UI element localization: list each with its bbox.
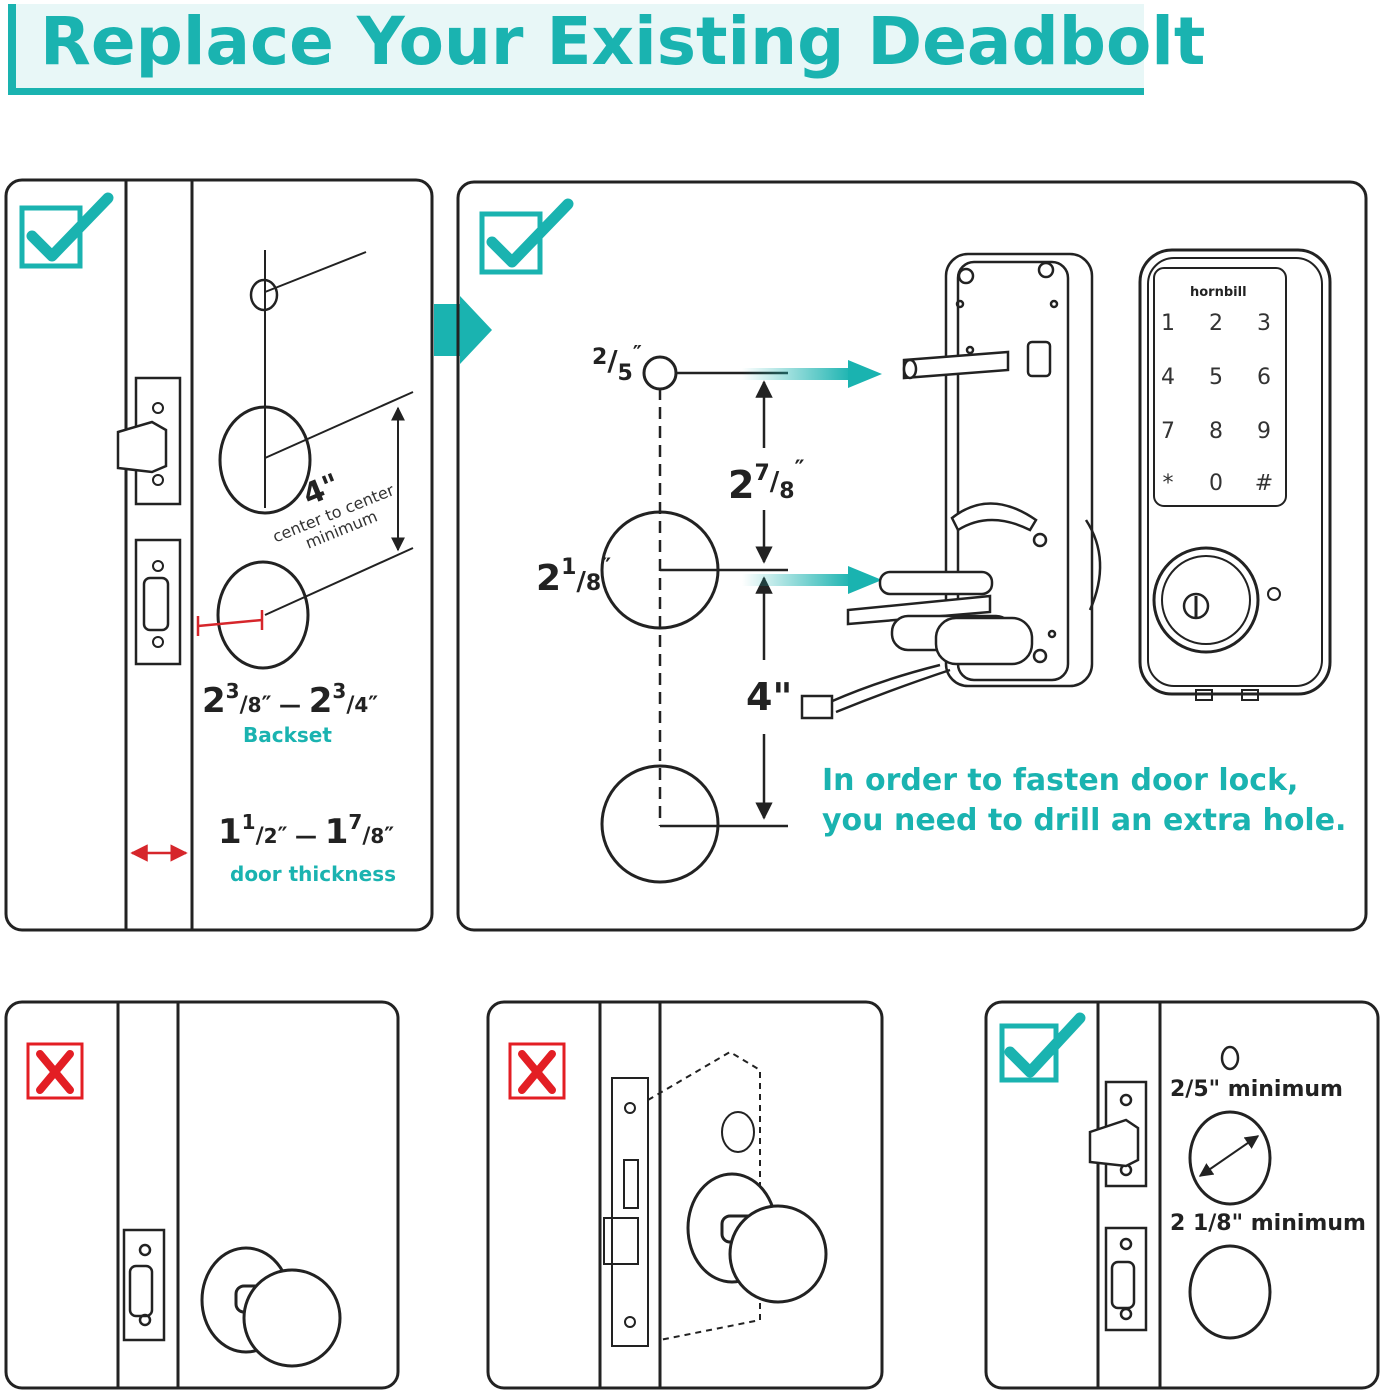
spacing-dimension: 4" — [746, 675, 792, 719]
keypad-key: 2 — [1209, 311, 1223, 336]
keypad-key: * — [1163, 471, 1174, 496]
keypad-lock: hornbill 1 2 3 4 5 6 7 8 9 * 0 # — [1138, 248, 1332, 701]
keypad-key: 8 — [1209, 419, 1223, 444]
deadbolt-hole — [1188, 1110, 1272, 1206]
small-hole-label: 2/5" minimum — [1170, 1077, 1343, 1102]
large-hole-size: 21/8″ — [536, 555, 611, 599]
thickness-range: 11/2″ — 17/8″ — [218, 810, 394, 852]
mortise-body — [603, 1050, 761, 1347]
panel-extra-hole: 2/5″ 21/8″ 27/8″ 4" — [456, 180, 1368, 932]
backset-range: 23/8″ — 23/4″ — [202, 679, 378, 721]
panel-knob-only — [4, 1000, 400, 1390]
keypad-key: 0 — [1209, 471, 1223, 496]
keypad-key: # — [1255, 471, 1273, 496]
backset-line — [197, 618, 263, 628]
x-icon — [508, 1042, 566, 1100]
latch-hole — [216, 560, 310, 670]
small-hole — [1220, 1045, 1240, 1071]
keypad: 1 2 3 4 5 6 7 8 9 * 0 # — [1161, 311, 1273, 496]
panel-mortise — [486, 1000, 884, 1390]
keypad-key: 6 — [1257, 365, 1271, 390]
keypad-key: 7 — [1161, 419, 1175, 444]
latch-faceplate — [122, 1228, 166, 1342]
right-arrow-icon — [434, 296, 492, 364]
keypad-key: 4 — [1161, 365, 1175, 390]
latch-faceplate — [1104, 1226, 1148, 1332]
panel-min-holes: 2/5" minimum 2 1/8" minimum — [984, 1000, 1380, 1390]
panel-standard: 4" center to center minimum 23/8″ — 23/4… — [4, 178, 434, 932]
backset-label: Backset — [243, 723, 332, 747]
door-knob — [686, 1172, 828, 1304]
check-icon — [479, 198, 574, 275]
deadbolt-hole — [218, 405, 312, 515]
door-knob — [200, 1246, 342, 1368]
deadbolt-faceplate — [1088, 1080, 1148, 1188]
note-line-1: In order to fasten door lock, — [822, 763, 1298, 798]
x-icon — [26, 1042, 84, 1100]
large-hole-label: 2 1/8" minimum — [1170, 1211, 1366, 1236]
keypad-key: 5 — [1209, 365, 1223, 390]
check-icon — [19, 192, 114, 269]
latch-hole — [600, 764, 720, 884]
keypad-key: 9 — [1257, 419, 1271, 444]
deadbolt-faceplate — [116, 376, 182, 506]
page-title: Replace Your Existing Deadbolt — [40, 3, 1205, 80]
small-hole — [249, 278, 279, 312]
keypad-key: 3 — [1257, 311, 1271, 336]
thickness-label: door thickness — [230, 862, 396, 886]
title-banner: Replace Your Existing Deadbolt — [8, 3, 1205, 95]
thumbturn-knob — [1152, 546, 1260, 654]
latch-faceplate — [134, 538, 182, 666]
keypad-key: 1 — [1161, 311, 1175, 336]
note-line-2: you need to drill an extra hole. — [822, 803, 1346, 838]
align-arrow-top — [742, 360, 882, 388]
latch-hole — [1188, 1244, 1272, 1340]
check-icon — [999, 1012, 1086, 1083]
brand-label: hornbill — [1190, 285, 1247, 300]
gap-dimension: 27/8″ — [728, 457, 805, 507]
small-hole — [642, 355, 678, 391]
align-arrow-bottom — [742, 566, 882, 594]
interior-mounting-plate — [800, 252, 1102, 720]
small-hole-size: 2/5″ — [592, 341, 642, 386]
